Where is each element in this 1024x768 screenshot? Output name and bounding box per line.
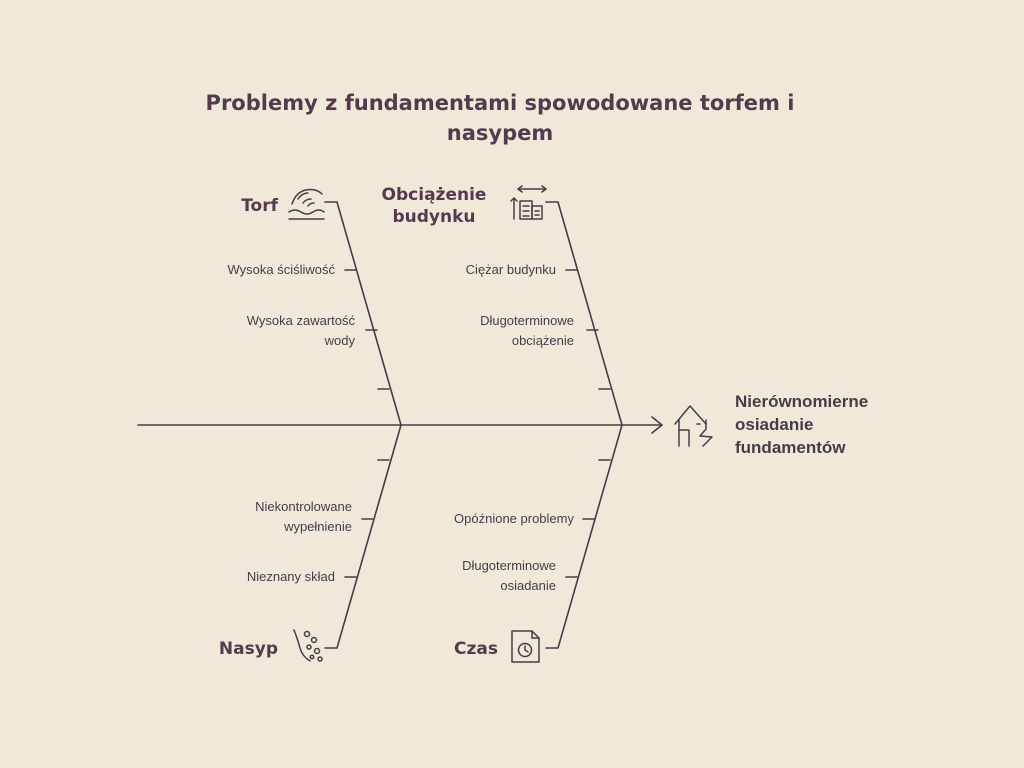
bone-nasyp <box>324 424 402 649</box>
spine-arrowhead <box>651 416 663 434</box>
cause-obciazenie-2: Długoterminowe obciążenie <box>480 313 574 348</box>
diagram-title: Problemy z fundamentami spowodowane torf… <box>205 91 795 145</box>
cracked-house-icon <box>674 405 713 447</box>
bone-czas <box>545 424 623 649</box>
bone-obciazenie <box>545 201 623 426</box>
cause-nasyp-2: Nieznany skład <box>246 569 335 584</box>
building-load-icon <box>510 185 547 220</box>
cause-torf-1: Wysoka ściśliwość <box>227 262 335 277</box>
bone-torf <box>324 201 402 426</box>
peat-hand-icon <box>288 188 325 220</box>
category-czas: Czas <box>454 639 498 659</box>
fill-slope-icon <box>293 629 323 662</box>
effect-label: Nierównomierne osiadanie fundamentów <box>735 392 869 457</box>
category-nasyp: Nasyp <box>218 639 278 659</box>
cause-nasyp-1: Niekontrolowane wypełnienie <box>255 499 352 534</box>
cause-obciazenie-1: Ciężar budynku <box>465 262 556 277</box>
category-obciazenie: Obciążenie budynku <box>381 185 487 227</box>
cause-czas-2: Długoterminowe osiadanie <box>462 558 556 593</box>
cause-czas-1: Opóźnione problemy <box>454 511 574 526</box>
cause-torf-2: Wysoka zawartość wody <box>246 313 355 348</box>
category-torf: Torf <box>241 196 278 216</box>
clock-document-icon <box>511 630 540 663</box>
